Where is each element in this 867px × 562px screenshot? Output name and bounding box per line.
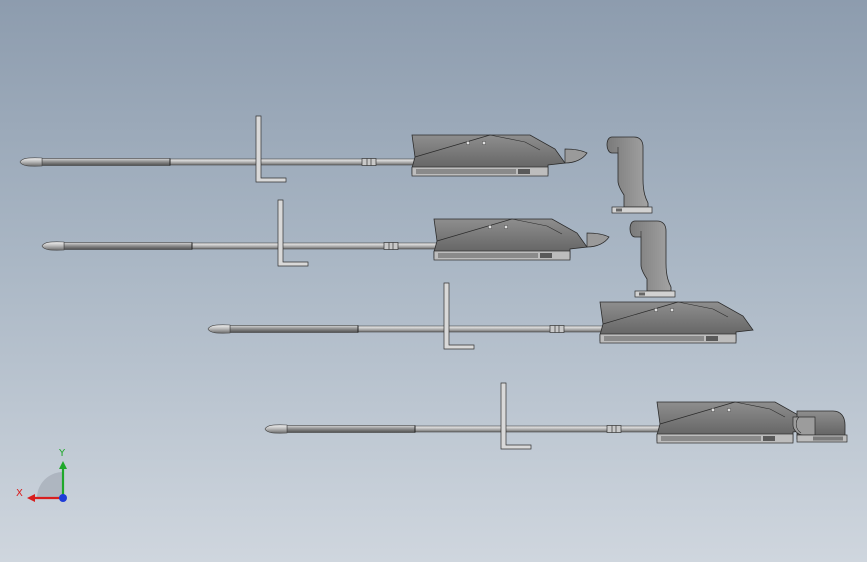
pedestal-base-1[interactable]	[606, 136, 653, 214]
rod-assembly-4[interactable]	[264, 382, 848, 450]
rod-assembly-2[interactable]	[41, 199, 610, 267]
z-axis-icon	[59, 494, 67, 502]
coordinate-triad: X Y	[16, 448, 67, 502]
pedestal-base-2[interactable]	[629, 220, 676, 298]
rod-assembly-1[interactable]	[19, 115, 588, 183]
x-axis-label: X	[16, 488, 23, 499]
rod-assembly-3[interactable]	[207, 282, 867, 350]
y-axis-label: Y	[58, 448, 66, 459]
